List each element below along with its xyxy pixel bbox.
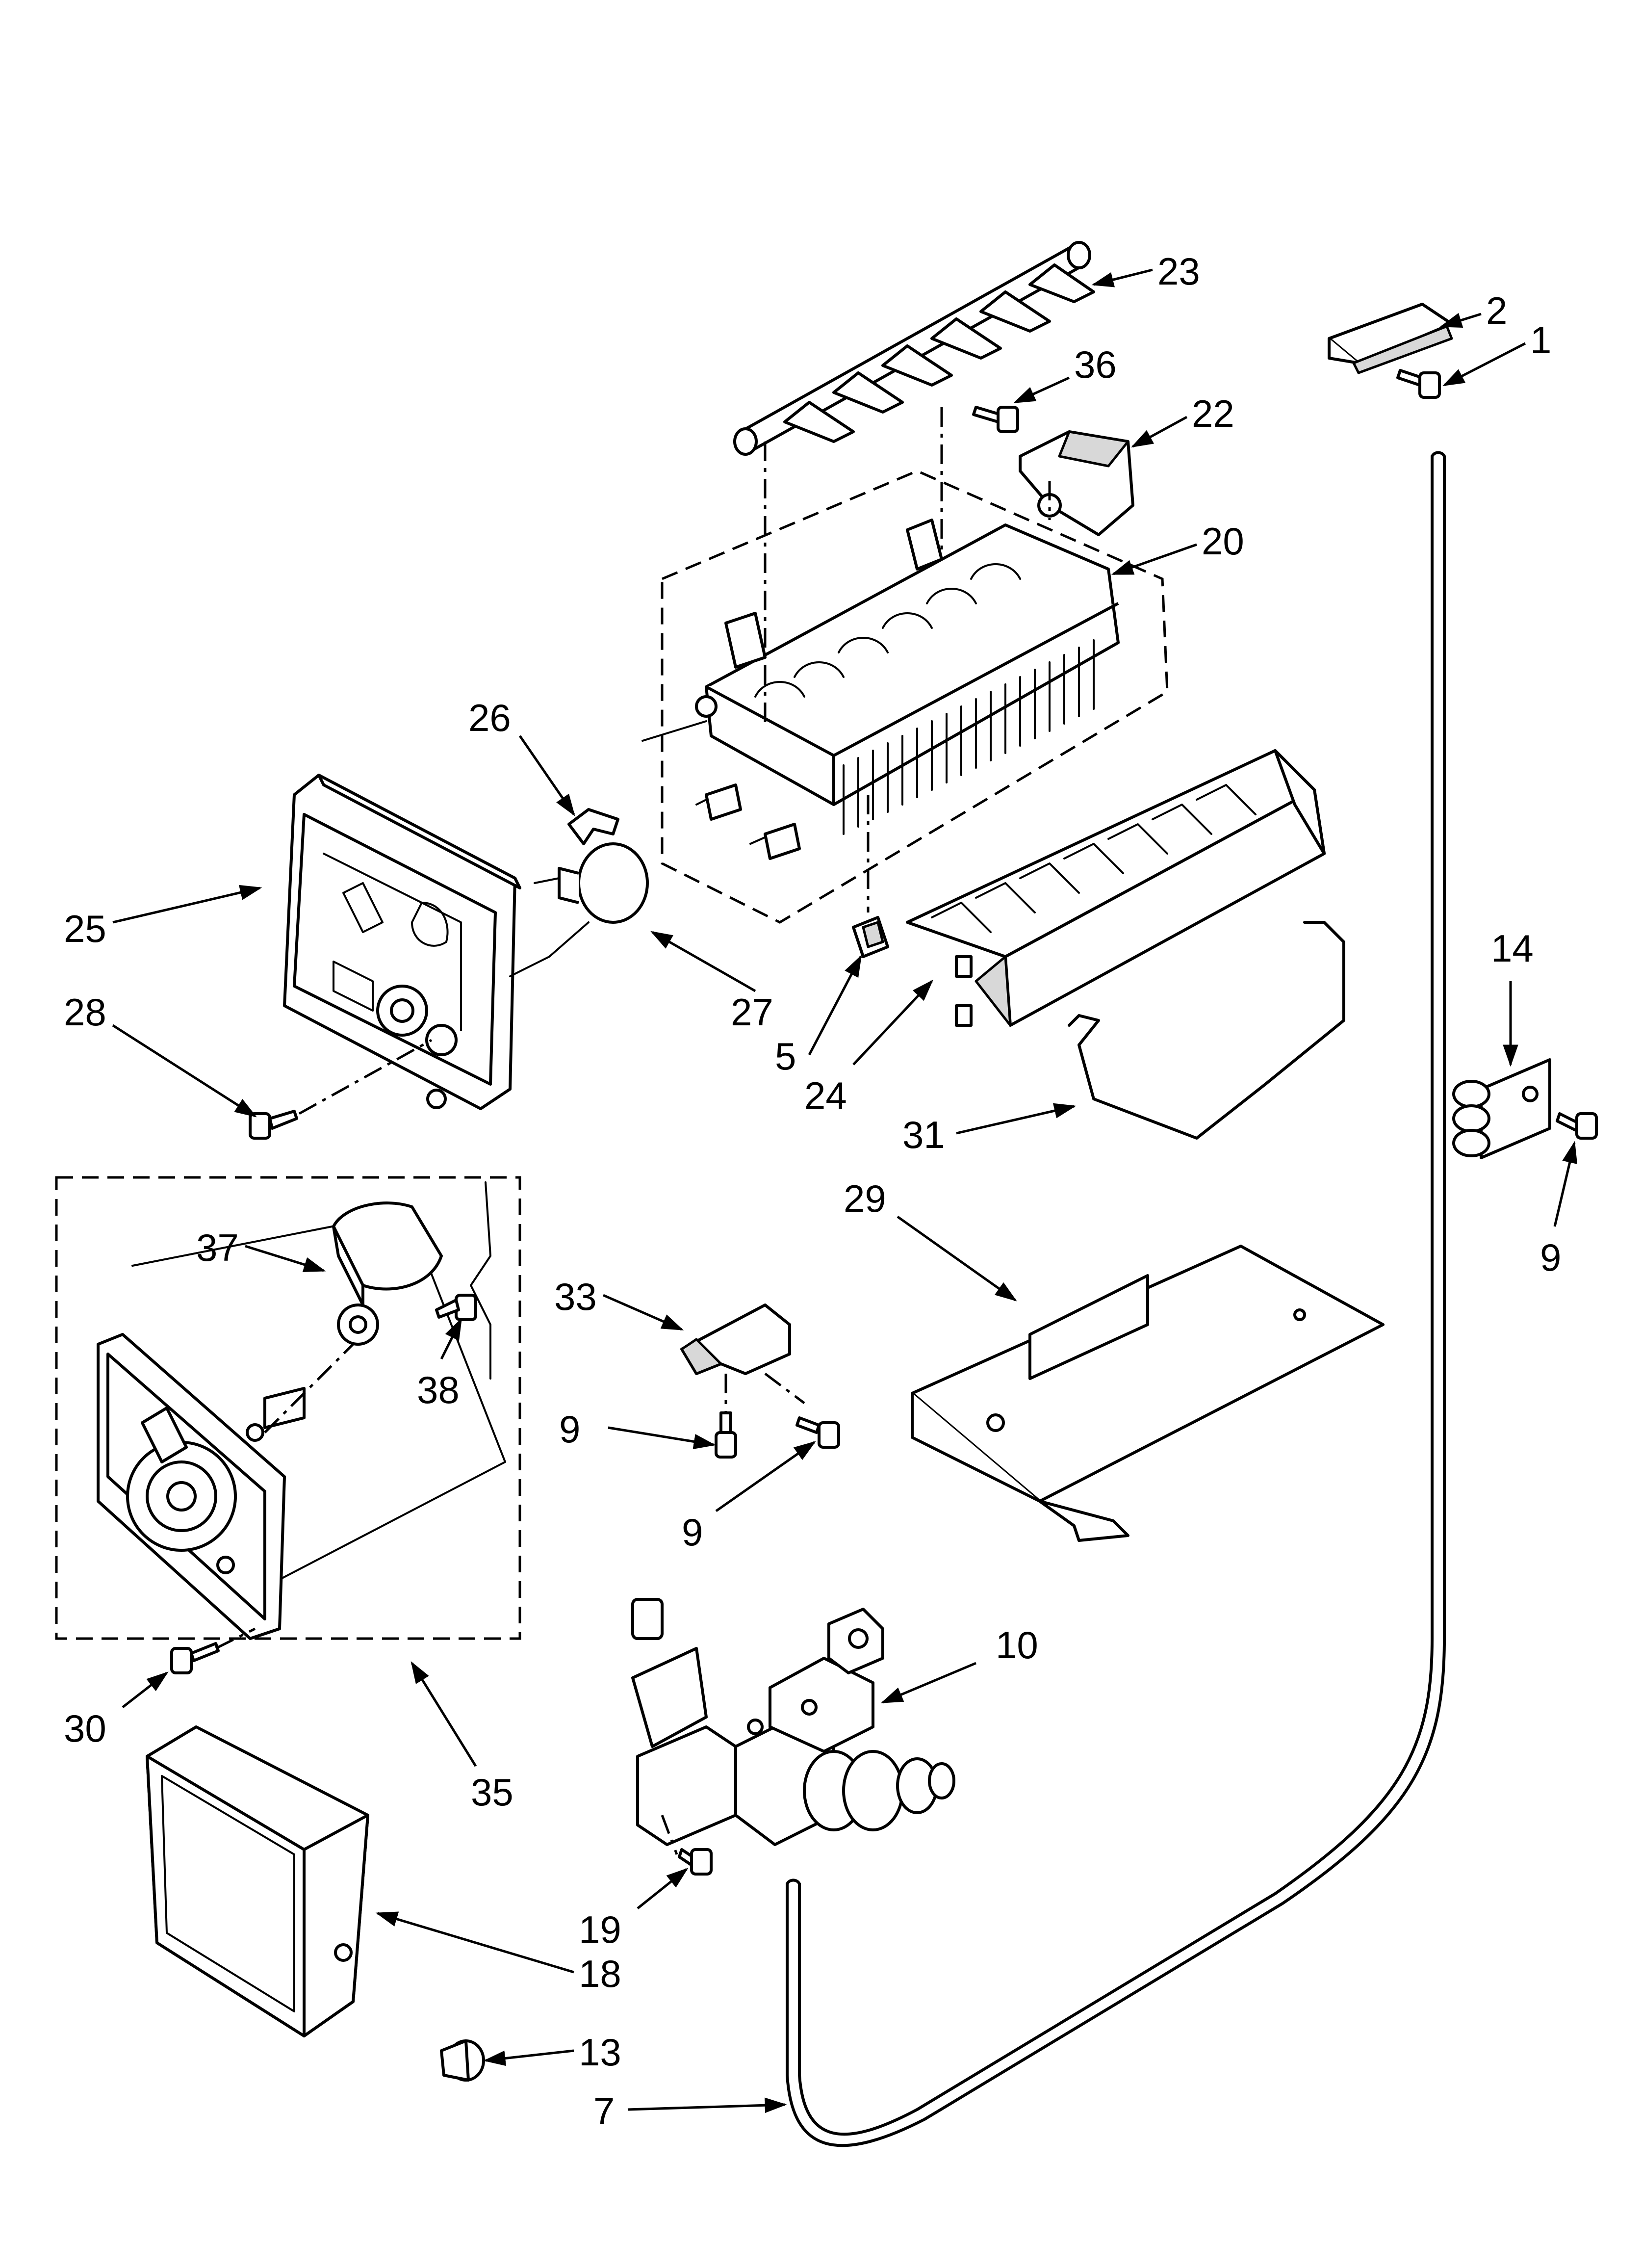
- callout-2: 2: [1486, 289, 1507, 332]
- part-water-tube-inner: [786, 455, 1446, 2147]
- callout-24: 24: [804, 1074, 847, 1117]
- part-screw-36: [972, 406, 1019, 433]
- part-shutoff-arm-bracket: [1328, 303, 1453, 374]
- callout-9-right: 9: [682, 1511, 703, 1554]
- part-tube-clamp-14: [1452, 1058, 1551, 1159]
- part-water-tube: [798, 455, 1434, 2136]
- callout-10: 10: [996, 1623, 1038, 1667]
- callout-29: 29: [844, 1177, 886, 1220]
- callout-31: 31: [902, 1113, 945, 1156]
- part-screw-38: [435, 1294, 477, 1321]
- callout-33: 33: [554, 1275, 597, 1318]
- part-thermostat-clip-26: [567, 808, 619, 845]
- part-screw-28: [249, 1110, 298, 1140]
- part-screw-9-lower: [715, 1411, 737, 1459]
- callout-9-lower: 9: [559, 1408, 580, 1451]
- part-housing: [283, 774, 521, 1110]
- part-screw-19: [678, 1848, 713, 1876]
- callout-7: 7: [593, 2089, 615, 2133]
- alignment-line: [264, 1343, 354, 1434]
- callout-labels: 23 2 1 36 22 20 26 25 27 5 24 31 28 14 9…: [64, 250, 1561, 2133]
- alignment-line: [661, 1815, 678, 1855]
- module-assembly-boundary: [55, 1176, 521, 1640]
- part-thermostat-27: [509, 842, 649, 977]
- part-cover-22: [1019, 430, 1134, 536]
- part-screw-9-right: [795, 1416, 840, 1449]
- callout-26: 26: [468, 696, 511, 739]
- part-stripper: [906, 749, 1326, 1027]
- callout-23: 23: [1157, 250, 1200, 293]
- callout-30: 30: [64, 1707, 106, 1750]
- callout-28: 28: [64, 991, 106, 1034]
- callout-27: 27: [731, 991, 773, 1034]
- part-mold: [641, 519, 1120, 860]
- part-plug-13: [440, 2039, 485, 2082]
- callout-35: 35: [471, 1771, 513, 1814]
- part-bracket-33: [680, 1303, 791, 1375]
- callout-9-clamp: 9: [1540, 1236, 1561, 1279]
- callout-1: 1: [1530, 318, 1551, 362]
- part-ejector: [733, 241, 1095, 456]
- callout-13: 13: [579, 2031, 621, 2074]
- mold-assembly-boundary: [661, 469, 1169, 924]
- part-screw-30: [170, 1642, 220, 1674]
- part-mounting-plate-29: [911, 1245, 1385, 1542]
- callout-38: 38: [417, 1368, 460, 1411]
- leader-lines: [112, 268, 1578, 2113]
- alignment-line: [298, 1039, 433, 1115]
- part-screw-1: [1396, 369, 1441, 399]
- part-screw-9-clamp: [1556, 1112, 1598, 1140]
- callout-14: 14: [1491, 927, 1534, 970]
- callout-5: 5: [775, 1035, 796, 1078]
- part-motor-37: [332, 1181, 491, 1380]
- callout-22: 22: [1192, 392, 1234, 435]
- part-module-plate: [97, 1333, 306, 1640]
- callout-20: 20: [1202, 520, 1244, 563]
- callout-37: 37: [196, 1226, 239, 1269]
- part-water-valve-10: [631, 1598, 955, 1846]
- callout-19: 19: [579, 1908, 621, 1951]
- callout-36: 36: [1074, 343, 1117, 386]
- alignment-line: [764, 1373, 805, 1404]
- part-clip-5: [852, 916, 889, 958]
- alignment-line: [215, 1627, 256, 1650]
- callout-25: 25: [64, 907, 106, 950]
- part-cover-18: [146, 1725, 369, 2037]
- callout-18: 18: [579, 1952, 621, 1995]
- part-shutoff-arm-wire: [1068, 921, 1345, 1140]
